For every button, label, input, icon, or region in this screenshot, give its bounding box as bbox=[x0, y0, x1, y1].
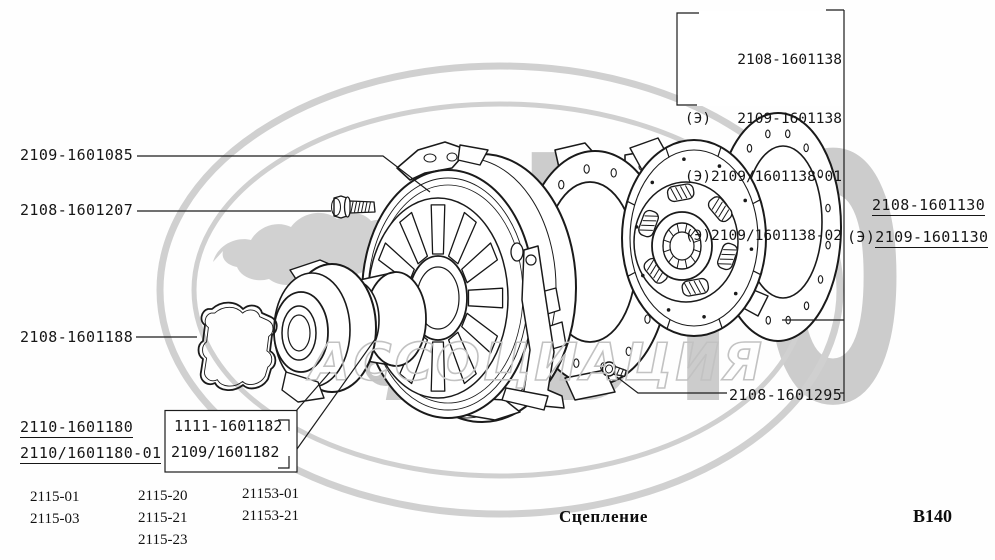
label-gasket: 2108-1601188 bbox=[20, 328, 134, 346]
label-lower-bolt: 2108-1601295 bbox=[729, 386, 843, 404]
watermark-band-text: АССОЦИАЦИЯ bbox=[306, 333, 765, 393]
page-caption: Сцепление bbox=[559, 507, 649, 526]
watermark-ring-outer bbox=[156, 62, 844, 518]
label-driven-disc: 2108-1601130 bbox=[872, 196, 986, 216]
release-bearing bbox=[273, 259, 377, 403]
damper-spring-disc bbox=[621, 137, 769, 337]
model-list-col3: 21153-01 21153-21 bbox=[242, 483, 299, 527]
label-1601138-row4: (Э)2109/1601138-02 bbox=[684, 227, 842, 244]
label-group-1601138: 2108-1601138 (Э) 2109-1601138 (Э)2109/16… bbox=[679, 15, 842, 267]
upper-bolt bbox=[331, 195, 376, 219]
label-1601138-row3: (Э)2109/1601138-01 bbox=[684, 169, 842, 185]
label-clutch-cover: 2109-1601085 bbox=[20, 146, 134, 164]
label-1601138-row2: (Э) 2109-1601138 bbox=[684, 110, 842, 127]
model-list-col1: 2115-01 2115-03 bbox=[30, 486, 79, 530]
label-release-bearing-alt: 2110/1601180-01 bbox=[20, 444, 162, 464]
annotation-lines bbox=[136, 9, 845, 473]
lower-bolt bbox=[601, 361, 627, 377]
model-number: 21153-21 bbox=[242, 508, 299, 524]
model-number: 2115-20 bbox=[138, 488, 188, 504]
model-number: 2115-03 bbox=[30, 511, 80, 527]
page-code: В140 bbox=[913, 506, 953, 526]
model-number: 2115-23 bbox=[138, 532, 188, 548]
label-sleeve-2: 2109/1601182 bbox=[171, 443, 280, 461]
label-release-bearing: 2110-1601180 bbox=[20, 418, 134, 438]
label-driven-disc-alt: (Э)2109-1601130 bbox=[847, 228, 989, 248]
label-sleeve-1: 1111-1601182 bbox=[174, 417, 283, 435]
label-1601138-row1: 2108-1601138 bbox=[737, 52, 842, 68]
watermark-map-shape bbox=[213, 212, 412, 285]
model-list-col2: 2115-20 2115-21 2115-23 bbox=[138, 485, 187, 551]
model-number: 2115-01 bbox=[30, 489, 80, 505]
model-number: 21153-01 bbox=[242, 486, 299, 502]
label-upper-bolt: 2108-1601207 bbox=[20, 201, 134, 219]
gasket bbox=[197, 301, 278, 391]
release-lever bbox=[501, 242, 565, 411]
model-number: 2115-21 bbox=[138, 510, 188, 526]
